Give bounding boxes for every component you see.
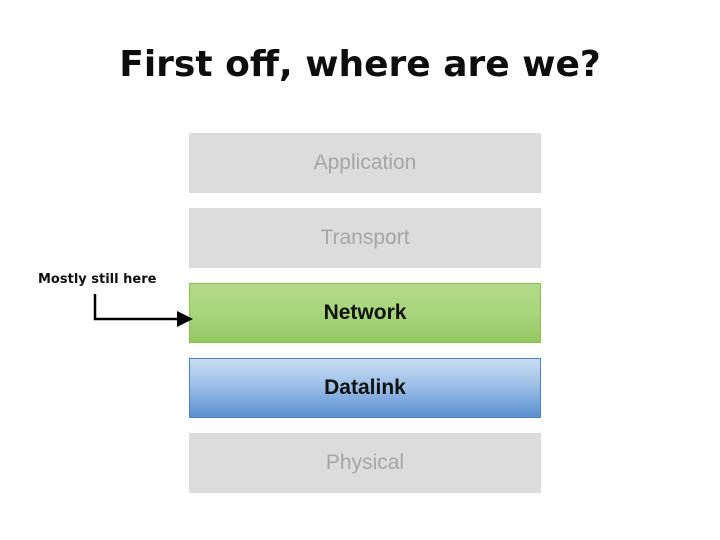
stack-layer-label: Network: [323, 301, 407, 324]
stack-layer-network: Network: [189, 283, 541, 343]
stack-layer-application: Application: [189, 133, 541, 193]
protocol-stack-diagram: Application Transport Network Datalink P…: [189, 133, 541, 493]
stack-layer-label: Datalink: [324, 376, 406, 399]
annotation-label: Mostly still here: [38, 272, 157, 287]
stack-layer-label: Physical: [325, 451, 405, 474]
stack-layer-label: Transport: [320, 226, 410, 249]
stack-layer-transport: Transport: [189, 208, 541, 268]
page-title: First off, where are we?: [119, 44, 601, 85]
elbow-arrow-icon: [93, 294, 193, 327]
stack-layer-datalink: Datalink: [189, 358, 541, 418]
stack-layer-physical: Physical: [189, 433, 541, 493]
stack-layer-label: Application: [313, 151, 417, 174]
